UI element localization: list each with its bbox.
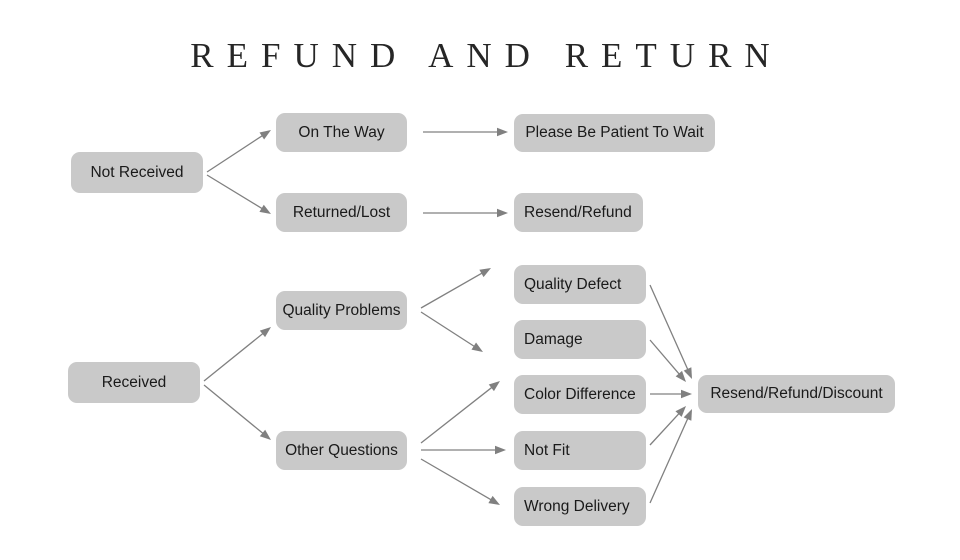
node-label: Received [101,373,167,391]
node-label: Color Difference [524,385,636,403]
arrow-other-questions-to-not-fit [421,445,506,455]
node-label: Damage [524,330,583,348]
node-quality-problems[interactable]: Quality Problems [276,291,407,330]
arrow-color-difference-to-final [650,389,692,399]
node-label: Resend/Refund/Discount [710,385,883,403]
arrow-returned-lost-to-resend-refund [423,208,508,218]
node-label: Not Received [90,163,184,181]
node-wrong-delivery[interactable]: Wrong Delivery [514,487,646,526]
arrow-not-received-to-on-the-way [206,130,271,173]
node-please-wait[interactable]: Please Be Patient To Wait [514,114,715,152]
node-label: Wrong Delivery [524,497,630,515]
arrow-other-questions-to-color-difference [420,381,500,444]
node-returned-lost[interactable]: Returned/Lost [276,193,407,232]
node-not-fit[interactable]: Not Fit [514,431,646,470]
node-label: Returned/Lost [292,203,391,221]
node-label: Quality Problems [282,301,401,319]
node-received[interactable]: Received [68,362,200,403]
arrow-other-questions-to-wrong-delivery [420,458,500,505]
node-other-questions[interactable]: Other Questions [276,431,407,470]
page-title: REFUND AND RETURN [190,36,783,75]
arrow-received-to-quality-problems [203,327,271,382]
arrow-not-fit-to-final [649,406,686,446]
arrow-quality-problems-to-damage [420,311,483,352]
arrow-wrong-delivery-to-final [649,409,692,504]
arrow-on-the-way-to-please-wait [423,127,508,137]
node-resend-refund-discount[interactable]: Resend/Refund/Discount [698,375,895,413]
node-resend-refund[interactable]: Resend/Refund [514,193,643,232]
arrow-damage-to-final [649,339,686,382]
node-color-difference[interactable]: Color Difference [514,375,646,414]
node-quality-defect[interactable]: Quality Defect [514,265,646,304]
arrow-quality-defect-to-final [649,284,692,379]
node-label: Quality Defect [524,275,622,293]
node-on-the-way[interactable]: On The Way [276,113,407,152]
node-label: On The Way [298,123,385,141]
node-label: Please Be Patient To Wait [525,124,704,142]
arrow-not-received-to-returned-lost [206,174,271,214]
node-label: Not Fit [524,441,570,459]
arrow-received-to-other-questions [203,384,271,440]
node-damage[interactable]: Damage [514,320,646,359]
node-label: Other Questions [285,441,398,459]
arrow-quality-problems-to-quality-defect [420,268,491,309]
node-label: Resend/Refund [524,203,632,221]
node-not-received[interactable]: Not Received [71,152,203,193]
